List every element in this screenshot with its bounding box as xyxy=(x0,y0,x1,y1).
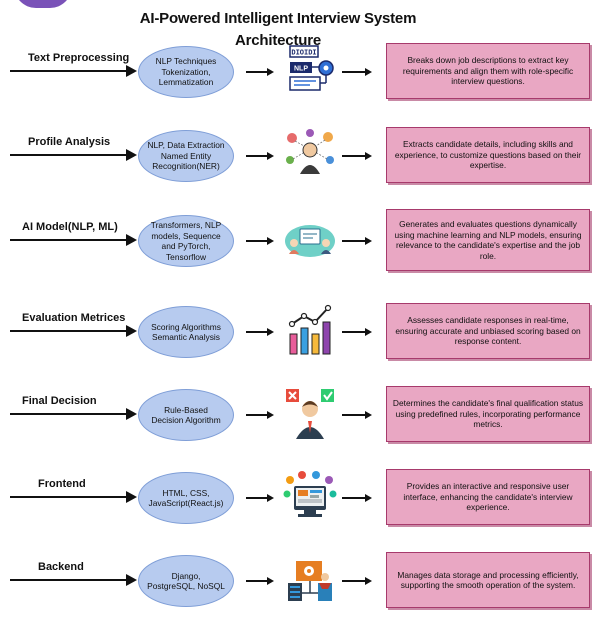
arrow-to-description xyxy=(342,237,372,244)
description-box: Generates and evaluates questions dynami… xyxy=(386,209,590,271)
stage-label: Final Decision xyxy=(22,395,97,407)
arrow-to-icon xyxy=(246,68,274,75)
arrow-to-icon xyxy=(246,237,274,244)
page-title: AI-Powered Intelligent Interview System … xyxy=(88,8,468,52)
description-box: Assesses candidate responses in real-tim… xyxy=(386,303,590,359)
stage-row-frontend: Frontend HTML, CSS, JavaScript(React.js) xyxy=(0,469,595,542)
stage-row-ai-model: AI Model(NLP, ML) Transformers, NLP mode… xyxy=(0,209,595,285)
technique-ellipse: HTML, CSS, JavaScript(React.js) xyxy=(138,472,234,524)
architecture-diagram: AI-Powered Intelligent Interview System … xyxy=(0,0,595,608)
arrow-to-description xyxy=(342,411,372,418)
stage-label: Profile Analysis xyxy=(28,136,111,148)
technique-ellipse: Transformers, NLP models, Sequence and P… xyxy=(138,215,234,267)
nlp-text: NLP xyxy=(294,66,308,73)
stage-connector xyxy=(10,496,128,498)
arrow-head xyxy=(126,325,137,337)
description-box: Determines the candidate's final qualifi… xyxy=(386,386,590,442)
stage-label: Backend xyxy=(38,561,84,573)
arrow-to-icon xyxy=(246,577,274,584)
stage-label: Text Preprocessing xyxy=(28,52,130,64)
arrow-to-icon xyxy=(246,152,274,159)
frontend-ui-icon xyxy=(282,470,338,524)
stage-connector xyxy=(10,330,128,332)
arrow-head xyxy=(126,234,137,246)
arrow-head xyxy=(126,149,137,161)
stage-row-final-decision: Final Decision Rule-Based Decision Algor… xyxy=(0,386,595,459)
description-box: Manages data storage and processing effi… xyxy=(386,552,590,608)
title-line-1: AI-Powered Intelligent Interview System xyxy=(139,10,417,27)
arrow-to-icon xyxy=(246,328,274,335)
stage-row-text-preprocessing: Text Preprocessing NLP Techniques Tokeni… xyxy=(0,43,595,116)
stage-connector xyxy=(10,579,128,581)
technique-ellipse: NLP Techniques Tokenization, Lemmatizati… xyxy=(138,46,234,98)
profile-network-icon xyxy=(282,128,338,182)
arrow-head xyxy=(126,408,137,420)
backend-server-icon xyxy=(282,553,338,607)
bar-chart-icon xyxy=(282,304,338,358)
stage-row-profile-analysis: Profile Analysis NLP, Data Extraction Na… xyxy=(0,127,595,200)
technique-ellipse: Rule-Based Decision Algorithm xyxy=(138,389,234,441)
technique-ellipse: Scoring Algorithms Semantic Analysis xyxy=(138,306,234,358)
stage-connector xyxy=(10,154,128,156)
binary-text: DIOIDI xyxy=(291,50,316,58)
logo-fragment xyxy=(14,0,72,8)
stage-connector xyxy=(10,239,128,241)
technique-ellipse: Django, PostgreSQL, NoSQL xyxy=(138,555,234,607)
stage-connector xyxy=(10,70,128,72)
arrow-head xyxy=(126,65,137,77)
nlp-processing-icon: DIOIDI NLP xyxy=(282,44,338,98)
stage-row-evaluation-metrices: Evaluation Metrices Scoring Algorithms S… xyxy=(0,303,595,376)
stage-label: Frontend xyxy=(38,478,86,490)
stage-label: AI Model(NLP, ML) xyxy=(22,221,118,233)
description-box: Breaks down job descriptions to extract … xyxy=(386,43,590,99)
technique-ellipse: NLP, Data Extraction Named Entity Recogn… xyxy=(138,130,234,182)
arrow-to-icon xyxy=(246,411,274,418)
arrow-to-icon xyxy=(246,494,274,501)
arrow-to-description xyxy=(342,328,372,335)
description-box: Extracts candidate details, including sk… xyxy=(386,127,590,183)
arrow-to-description xyxy=(342,494,372,501)
arrow-head xyxy=(126,491,137,503)
stage-label: Evaluation Metrices xyxy=(22,312,126,324)
arrow-to-description xyxy=(342,577,372,584)
description-box: Provides an interactive and responsive u… xyxy=(386,469,590,525)
arrow-to-description xyxy=(342,152,372,159)
title-line-2: Architecture xyxy=(235,32,321,49)
stage-row-backend: Backend Django, PostgreSQL, NoSQL Manage xyxy=(0,552,595,625)
arrow-to-description xyxy=(342,68,372,75)
arrow-head xyxy=(126,574,137,586)
stage-connector xyxy=(10,413,128,415)
ai-model-icon xyxy=(282,213,338,267)
decision-person-icon xyxy=(282,387,338,441)
